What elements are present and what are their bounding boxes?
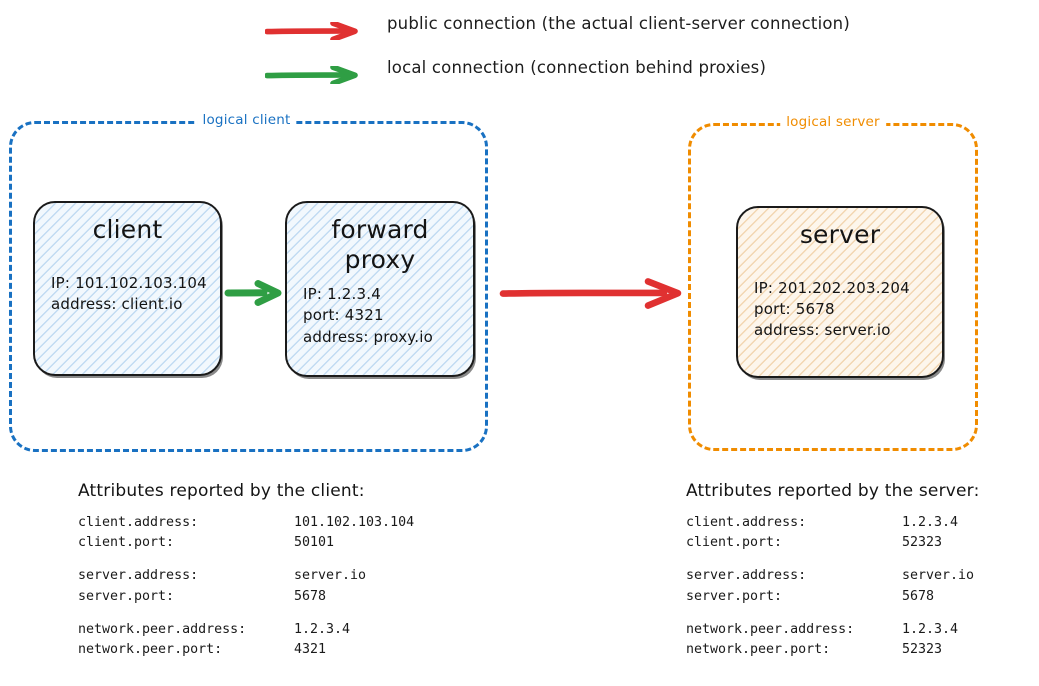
- node-server-attr-address: address: server.io: [754, 321, 891, 340]
- attr-key: server.port:: [78, 588, 175, 604]
- node-server-title: server: [799, 220, 881, 249]
- red-arrow-icon: [265, 22, 358, 40]
- attr-value: 4321: [294, 642, 327, 658]
- attr-value: 52323: [902, 535, 943, 551]
- attr-value: server.io: [902, 568, 975, 584]
- attr-value: 5678: [902, 588, 935, 604]
- node-forward-proxy-attr-port: port: 4321: [303, 306, 384, 325]
- attr-key: network.peer.port:: [686, 642, 831, 658]
- attr-value: 50101: [294, 535, 335, 551]
- table-row: server.address: server.io: [686, 566, 974, 586]
- attributes-server-table: client.address: 1.2.3.4 client.port: 523…: [686, 513, 974, 660]
- attr-key: client.port:: [78, 535, 175, 551]
- attr-key: client.port:: [686, 535, 783, 551]
- attr-value: 5678: [294, 588, 327, 604]
- table-row: network.peer.address: 1.2.3.4: [78, 620, 414, 640]
- table-row: network.peer.address: 1.2.3.4: [686, 620, 974, 640]
- attributes-server-heading: Attributes reported by the server:: [686, 481, 980, 501]
- node-forward-proxy-attr-ip: IP: 1.2.3.4: [303, 285, 381, 303]
- table-row-spacer: [78, 607, 414, 620]
- node-server-attr-port: port: 5678: [754, 299, 835, 318]
- attributes-reported-by-client: Attributes reported by the client: clien…: [78, 481, 414, 660]
- attr-value: 52323: [902, 642, 943, 658]
- attr-value: 101.102.103.104: [294, 515, 415, 530]
- table-row: network.peer.port: 52323: [686, 640, 974, 660]
- table-row: server.port: 5678: [686, 587, 974, 607]
- attr-key: server.port:: [686, 588, 783, 604]
- attr-key: network.peer.port:: [78, 642, 223, 658]
- attr-key: network.peer.address:: [686, 621, 855, 637]
- table-row: network.peer.port: 4321: [78, 640, 414, 660]
- node-forward-proxy-attr-address: address: proxy.io: [303, 327, 433, 346]
- group-logical-server: logical server: [688, 114, 978, 451]
- legend-label-public-connection: public connection (the actual client-ser…: [387, 14, 850, 33]
- attr-value: 1.2.3.4: [902, 515, 959, 530]
- node-client-title: client: [92, 215, 163, 244]
- table-row-spacer: [78, 553, 414, 566]
- red-arrow-icon: [499, 278, 682, 309]
- table-row: server.address: server.io: [78, 566, 414, 586]
- node-server-attr-ip: IP: 201.202.203.204: [754, 278, 910, 297]
- attr-value: 1.2.3.4: [902, 621, 959, 637]
- attr-key: server.address:: [78, 568, 199, 584]
- node-forward-proxy-attributes: IP: 1.2.3.4 port: 4321 address: proxy.io: [303, 284, 457, 348]
- attr-key: client.address:: [686, 515, 807, 530]
- attr-key: client.address:: [78, 515, 199, 530]
- node-server-attributes: IP: 201.202.203.204 port: 5678 address: …: [754, 278, 926, 342]
- attr-key: network.peer.address:: [78, 621, 247, 637]
- legend: public connection (the actual client-ser…: [0, 0, 1039, 100]
- attributes-reported-by-server: Attributes reported by the server: clien…: [686, 481, 980, 660]
- table-row: client.address: 101.102.103.104: [78, 513, 414, 533]
- node-forward-proxy[interactable]: forward proxy IP: 1.2.3.4 port: 4321 add…: [285, 201, 475, 377]
- attr-key: server.address:: [686, 568, 807, 584]
- table-row-spacer: [686, 553, 974, 566]
- attr-value: 1.2.3.4: [294, 621, 351, 637]
- table-row: client.port: 50101: [78, 533, 414, 553]
- attributes-client-table: client.address: 101.102.103.104 client.p…: [78, 513, 414, 660]
- group-logical-client: logical client: [9, 112, 488, 452]
- green-arrow-icon: [265, 66, 358, 84]
- node-client-attr-ip: IP: 101.102.103.104: [51, 273, 207, 292]
- node-client[interactable]: client IP: 101.102.103.104 address: clie…: [33, 201, 222, 376]
- table-row: client.port: 52323: [686, 533, 974, 553]
- table-row-spacer: [686, 607, 974, 620]
- green-arrow-icon: [224, 280, 282, 306]
- table-row: client.address: 1.2.3.4: [686, 513, 974, 533]
- attributes-client-heading: Attributes reported by the client:: [78, 481, 365, 501]
- group-label-logical-server: logical server: [780, 114, 886, 130]
- node-client-attr-address: address: client.io: [51, 294, 183, 313]
- group-label-logical-client: logical client: [196, 112, 297, 128]
- table-row: server.port: 5678: [78, 587, 414, 607]
- node-forward-proxy-title: forward proxy: [331, 215, 429, 274]
- attr-value: server.io: [294, 568, 367, 584]
- node-client-attributes: IP: 101.102.103.104 address: client.io: [51, 273, 207, 316]
- legend-label-local-connection: local connection (connection behind prox…: [387, 58, 767, 77]
- node-server[interactable]: server IP: 201.202.203.204 port: 5678 ad…: [736, 206, 944, 378]
